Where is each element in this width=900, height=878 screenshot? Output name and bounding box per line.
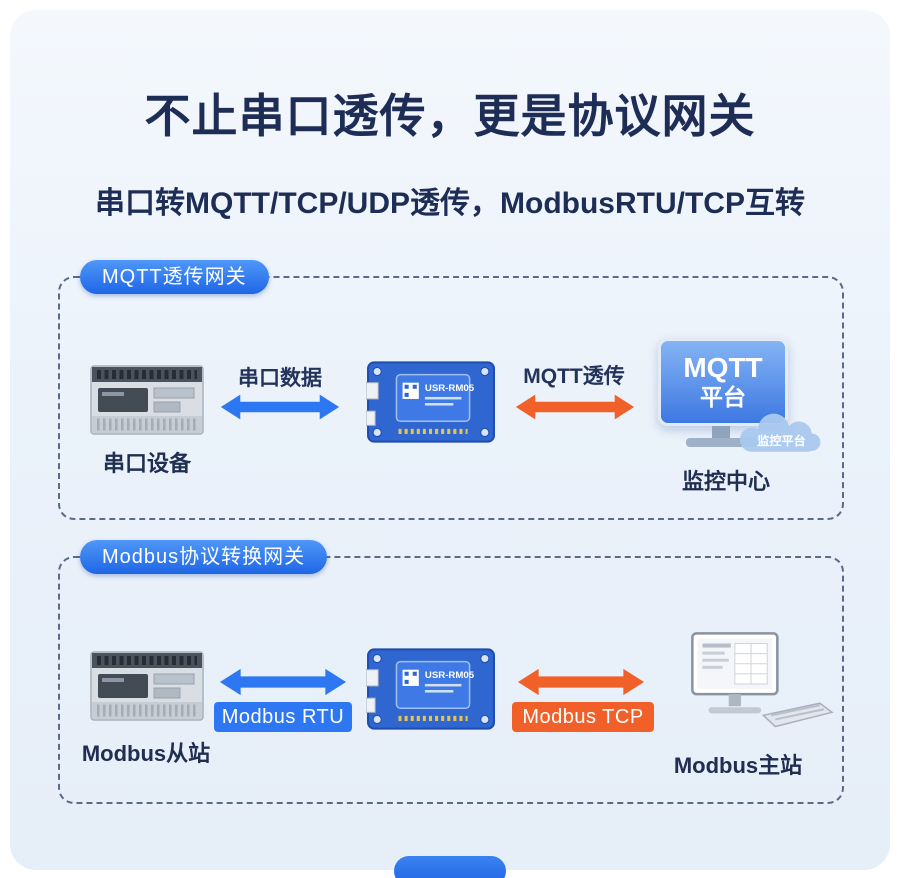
double-arrow-blue-icon — [212, 666, 354, 698]
modbus-tcp-badge: Modbus TCP — [512, 702, 654, 732]
cloud-label: 监控平台 — [757, 433, 806, 448]
monitor-stand — [712, 426, 730, 438]
mqtt-gateway-panel — [58, 276, 844, 520]
modbus-rtu-badge: Modbus RTU — [214, 702, 352, 732]
monitor-center-caption: 监控中心 — [681, 469, 770, 494]
double-arrow-orange-icon — [510, 392, 640, 422]
pcb-module-icon: USR-RM05 — [366, 361, 495, 443]
monitor-base — [686, 438, 758, 447]
mqtt-transparent-label: MQTT透传 — [523, 365, 625, 388]
plc-device-icon — [90, 651, 204, 721]
plc-device-icon — [90, 365, 204, 435]
serial-data-label: 串口数据 — [238, 367, 322, 390]
screen-subtitle: 平台 — [700, 383, 746, 410]
mqtt-platform-monitor: MQTT 平台 — [658, 338, 788, 426]
page-subtitle: 串口转MQTT/TCP/UDP透传，ModbusRTU/TCP互转 — [95, 187, 805, 220]
module-name-label: USR-RM05 — [425, 670, 475, 681]
mqtt-panel-label: MQTT透传网关 — [80, 260, 269, 294]
modbus-gateway-panel — [58, 556, 844, 804]
modbus-master-caption: Modbus主站 — [673, 753, 803, 778]
desktop-computer-icon — [691, 632, 834, 728]
double-arrow-orange-icon — [508, 666, 654, 698]
screen-title: MQTT — [683, 352, 763, 383]
module-name-label: USR-RM05 — [425, 383, 475, 394]
cloud-icon: 监控平台 — [739, 413, 821, 452]
page-title: 不止串口透传，更是协议网关 — [144, 90, 756, 142]
serial-device-caption: 串口设备 — [102, 451, 191, 476]
pcb-module-icon: USR-RM05 — [366, 648, 495, 730]
next-section-pill-cropped — [394, 856, 506, 878]
double-arrow-blue-icon — [218, 392, 342, 422]
modbus-panel-label: Modbus协议转换网关 — [80, 540, 328, 574]
modbus-slave-caption: Modbus从站 — [81, 741, 211, 766]
